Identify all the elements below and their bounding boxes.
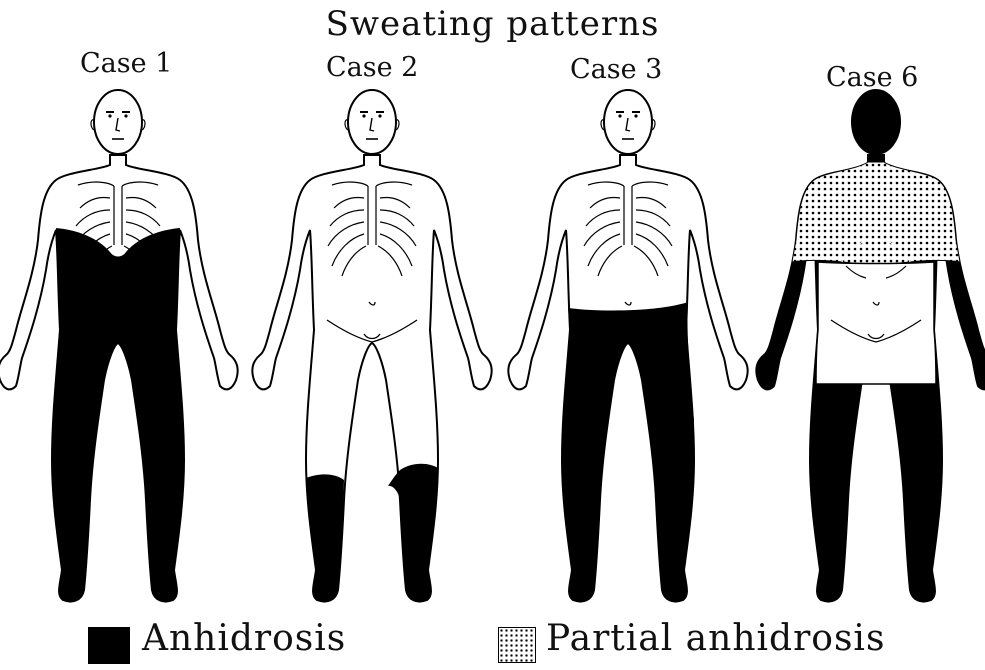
partial-anhidrosis-legend-label: Partial anhidrosis xyxy=(546,618,885,659)
case-3-figure xyxy=(508,90,747,602)
anhidrosis-legend-swatch xyxy=(88,627,130,664)
case-6-figure xyxy=(756,90,985,602)
case-2-figure xyxy=(252,90,491,602)
anhidrosis-legend-label: Anhidrosis xyxy=(142,618,346,659)
partial-anhidrosis-legend-swatch xyxy=(498,627,536,663)
case-1-figure xyxy=(0,90,238,602)
